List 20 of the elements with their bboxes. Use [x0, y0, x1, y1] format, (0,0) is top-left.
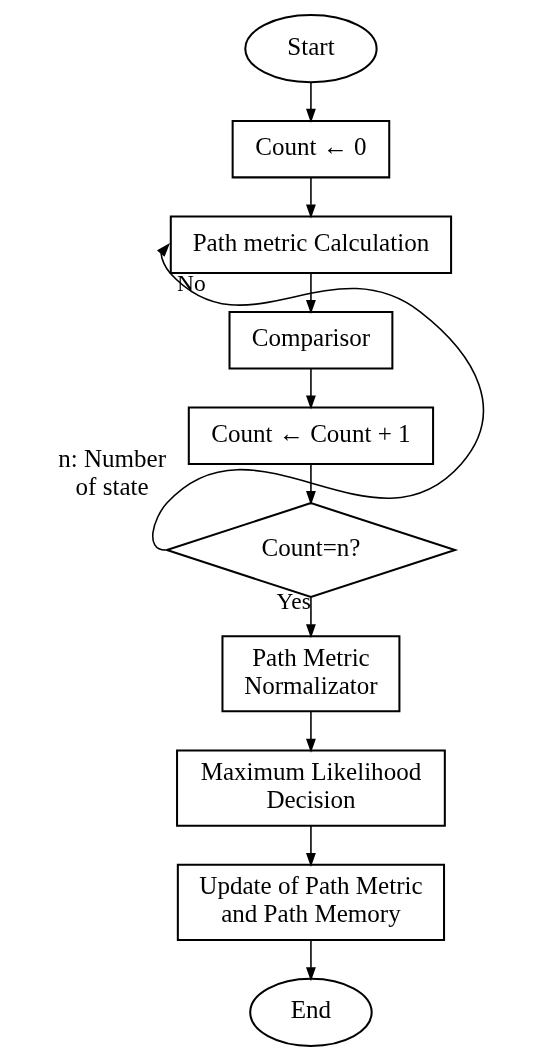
node-label: n: Number of state [57, 444, 166, 500]
node-box: Comparisor [228, 311, 393, 370]
node-box: Maximum Likelihood Decision [175, 749, 446, 827]
arrow [305, 272, 316, 315]
node-box: Path metric Calculation [169, 215, 452, 274]
node-box: Count ← 0 [231, 120, 390, 179]
arrow [305, 81, 316, 123]
arrow [305, 939, 316, 982]
node-ellipse: Start [243, 14, 378, 84]
arrow [151, 242, 484, 551]
arrow [305, 463, 316, 506]
node-ellipse: End [248, 977, 373, 1047]
arrow [305, 710, 316, 753]
arrow [305, 176, 316, 219]
node-box: Update of Path Metric and Path Memory [176, 863, 445, 941]
node-box: Path Metric Normalizator [220, 635, 400, 713]
node-box: Count ← Count + 1 [187, 406, 434, 465]
arrow [305, 596, 316, 639]
arrow [305, 367, 316, 410]
arrow [305, 825, 316, 868]
